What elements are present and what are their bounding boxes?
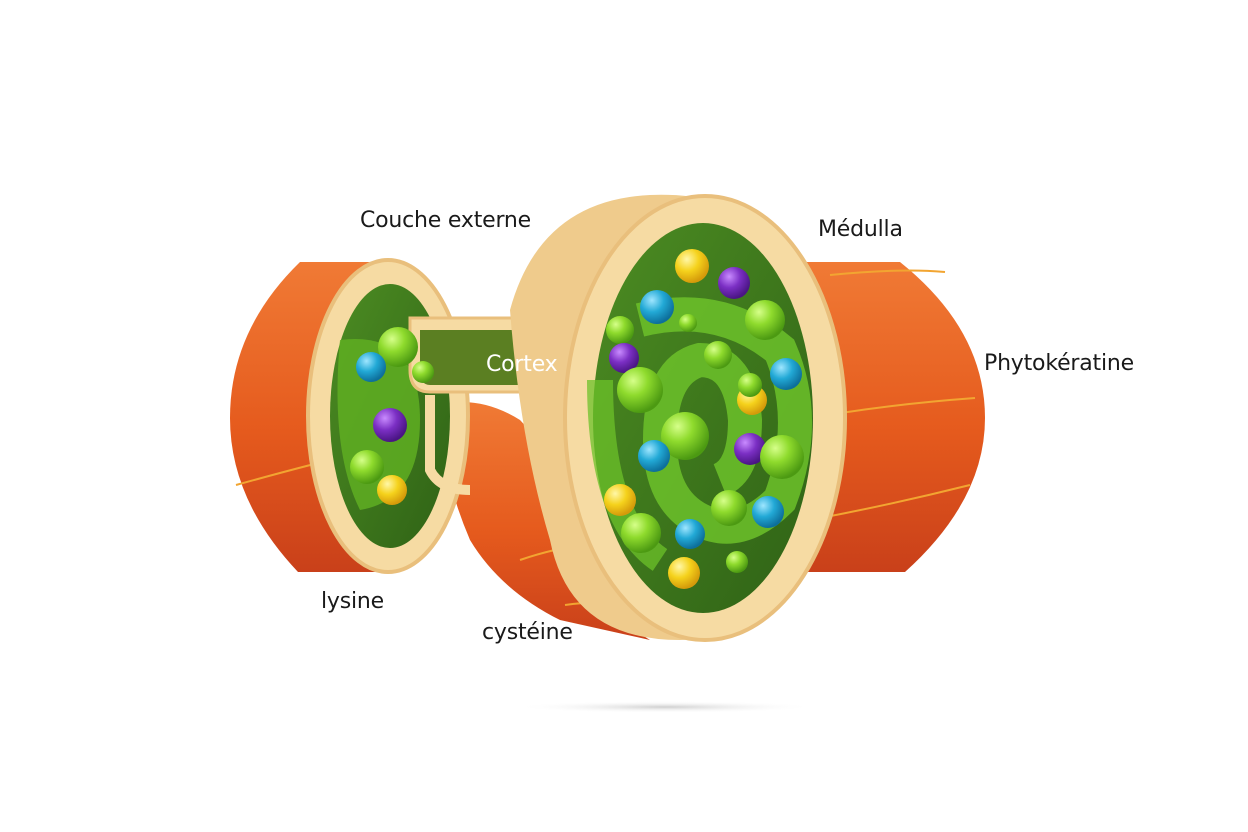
- yellow-molecule-icon: [675, 249, 709, 283]
- label-couche-externe: Couche externe: [360, 208, 531, 233]
- green-molecule-icon: [412, 361, 434, 383]
- right-molecules: [604, 249, 804, 589]
- ground-shadow: [515, 701, 815, 713]
- blue-molecule-icon: [675, 519, 705, 549]
- green-molecule-icon: [378, 327, 418, 367]
- purple-molecule-icon: [734, 433, 766, 465]
- blue-molecule-icon: [770, 358, 802, 390]
- label-lysine: lysine: [321, 589, 384, 614]
- green-molecule-icon: [760, 435, 804, 479]
- purple-molecule-icon: [609, 343, 639, 373]
- label-cysteine: cystéine: [482, 620, 573, 645]
- green-molecule-icon: [679, 314, 697, 332]
- yellow-molecule-icon: [377, 475, 407, 505]
- yellow-molecule-icon: [604, 484, 636, 516]
- green-molecule-icon: [711, 490, 747, 526]
- green-molecule-icon: [621, 513, 661, 553]
- green-molecule-icon: [738, 373, 762, 397]
- green-molecule-icon: [704, 341, 732, 369]
- label-phytokeratine: Phytokératine: [984, 351, 1134, 376]
- green-molecule-icon: [617, 367, 663, 413]
- blue-molecule-icon: [356, 352, 386, 382]
- green-molecule-icon: [726, 551, 748, 573]
- blue-molecule-icon: [638, 440, 670, 472]
- label-cortex: Cortex: [486, 352, 558, 377]
- purple-molecule-icon: [718, 267, 750, 299]
- left-molecules: [350, 327, 434, 505]
- green-molecule-icon: [661, 412, 709, 460]
- yellow-molecule-icon: [668, 557, 700, 589]
- green-molecule-icon: [606, 316, 634, 344]
- green-molecule-icon: [350, 450, 384, 484]
- purple-molecule-icon: [373, 408, 407, 442]
- label-medulla: Médulla: [818, 217, 903, 242]
- blue-molecule-icon: [752, 496, 784, 528]
- green-molecule-icon: [745, 300, 785, 340]
- blue-molecule-icon: [640, 290, 674, 324]
